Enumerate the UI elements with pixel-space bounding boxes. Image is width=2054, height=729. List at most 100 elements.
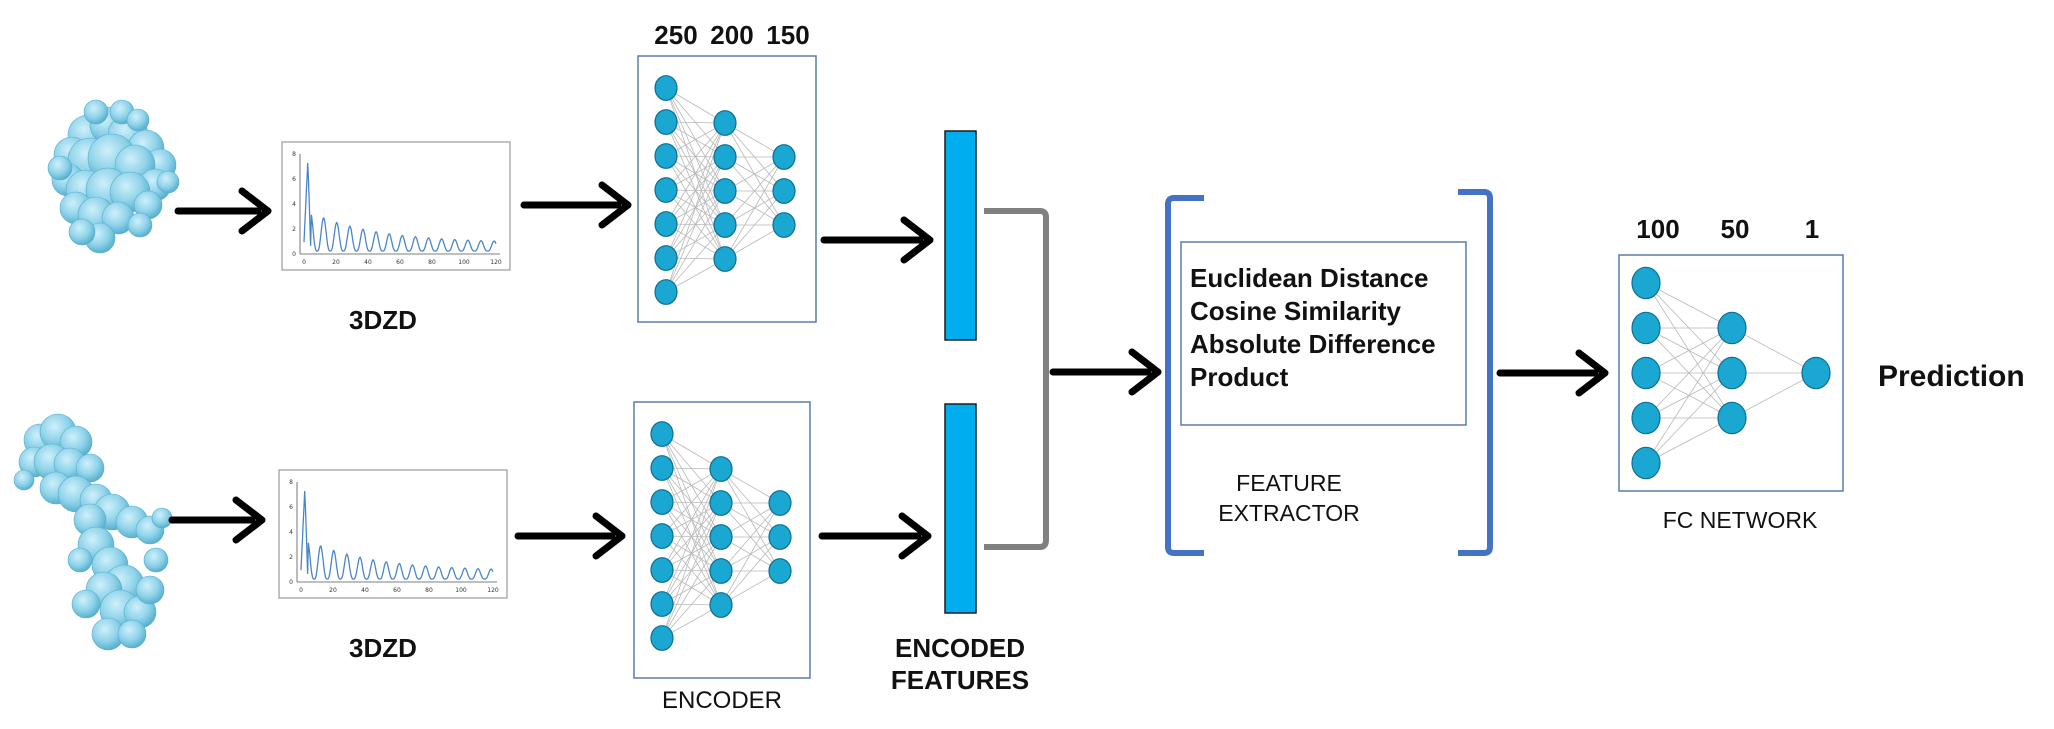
feature-extractor-bracket bbox=[1165, 189, 1493, 556]
encoded-feature-bar-top bbox=[944, 130, 977, 341]
descriptor-trace bbox=[300, 490, 494, 580]
fc-layer-size-label: 1 bbox=[1805, 214, 1819, 244]
neuron-node bbox=[650, 455, 674, 481]
neuron-node bbox=[709, 456, 733, 482]
neuron-node bbox=[654, 211, 678, 237]
neuron-node bbox=[654, 279, 678, 305]
connection-line bbox=[720, 536, 781, 606]
neuron-node bbox=[709, 524, 733, 550]
arrow-icon bbox=[520, 181, 632, 229]
neuron-node bbox=[650, 421, 674, 447]
arrow-icon bbox=[1496, 349, 1609, 397]
arrow-icon bbox=[820, 216, 934, 264]
plot-x-tick: 40 bbox=[361, 587, 369, 594]
plot-x-tick: 40 bbox=[364, 259, 372, 266]
neuron-node bbox=[772, 144, 796, 170]
feature-item-euclidean: Euclidean Distance bbox=[1190, 263, 1428, 293]
connection-line bbox=[1645, 417, 1733, 464]
feature-extractor-caption-line1: FEATURE bbox=[1236, 470, 1342, 496]
connection-line bbox=[665, 122, 726, 259]
plot-y-tick: 2 bbox=[292, 226, 296, 233]
plot-y-tick: 8 bbox=[292, 151, 296, 158]
molecule-lobe bbox=[117, 619, 147, 649]
plot-y-tick: 6 bbox=[289, 504, 293, 511]
neuron-node bbox=[1717, 401, 1747, 435]
neuron-node bbox=[713, 144, 737, 170]
molecule-lobe bbox=[127, 212, 153, 238]
fc-layer-size-label: 50 bbox=[1721, 214, 1750, 244]
neuron-node bbox=[1717, 356, 1747, 390]
neuron-node bbox=[1631, 266, 1661, 300]
molecule-lobe bbox=[151, 507, 173, 529]
plot-y-tick: 0 bbox=[289, 579, 293, 586]
connection-line bbox=[1645, 372, 1733, 464]
plot-x-tick: 100 bbox=[455, 587, 467, 594]
fc-layer-size-label: 100 bbox=[1636, 214, 1679, 244]
neuron-node bbox=[650, 523, 674, 549]
arrow-head bbox=[898, 512, 932, 560]
connection-line bbox=[724, 156, 785, 260]
connection-line bbox=[661, 570, 722, 639]
encoder-network-bottom bbox=[633, 401, 811, 679]
plot-y-tick: 6 bbox=[292, 176, 296, 183]
plot-x-tick: 20 bbox=[332, 259, 340, 266]
encoded-features-label-line1: ENCODED bbox=[895, 633, 1025, 663]
neuron-node bbox=[772, 178, 796, 204]
plot-x-tick: 120 bbox=[490, 259, 502, 266]
prediction-label: Prediction bbox=[1878, 360, 2025, 393]
arrow-head bbox=[238, 187, 272, 235]
neuron-node bbox=[1801, 356, 1831, 390]
arrow-icon bbox=[174, 187, 272, 235]
connection-line bbox=[661, 502, 722, 639]
connection-line bbox=[665, 224, 726, 293]
neuron-node bbox=[768, 558, 792, 584]
molecule-lobe bbox=[135, 575, 165, 605]
protein-structure-icon-bottom bbox=[13, 413, 173, 651]
neuron-node bbox=[1631, 311, 1661, 345]
fc-layer-size-labels: 100 50 1 bbox=[1636, 214, 1819, 244]
molecule-lobe bbox=[71, 589, 101, 619]
neuron-node bbox=[654, 143, 678, 169]
plot-y-tick: 2 bbox=[289, 554, 293, 561]
plot-x-tick: 0 bbox=[302, 259, 306, 266]
neuron-node bbox=[1631, 401, 1661, 435]
neuron-node bbox=[650, 625, 674, 651]
feature-extractor-caption-line2: EXTRACTOR bbox=[1218, 500, 1359, 526]
neuron-node bbox=[650, 557, 674, 583]
neuron-node bbox=[709, 558, 733, 584]
arrow-head bbox=[592, 512, 626, 560]
arrow-group bbox=[168, 181, 1609, 560]
arrow-head bbox=[232, 496, 266, 544]
molecule-lobe bbox=[156, 170, 180, 194]
arrow-head bbox=[1128, 348, 1162, 396]
neuron-node bbox=[713, 246, 737, 272]
neuron-node bbox=[1717, 311, 1747, 345]
neuron-node bbox=[768, 490, 792, 516]
neuron-node bbox=[650, 489, 674, 515]
plot-x-tick: 60 bbox=[396, 259, 404, 266]
plot-x-tick: 80 bbox=[428, 259, 436, 266]
plot-y-tick: 4 bbox=[289, 529, 293, 536]
neuron-node bbox=[654, 245, 678, 271]
connection-line bbox=[665, 122, 726, 225]
molecule-lobe bbox=[75, 453, 105, 483]
feature-item-absolute-difference: Absolute Difference bbox=[1190, 329, 1436, 359]
neuron-node bbox=[654, 177, 678, 203]
molecule-lobe bbox=[13, 469, 35, 491]
feature-item-product: Product bbox=[1190, 362, 1289, 392]
neuron-node bbox=[772, 212, 796, 238]
layer-size-label: 200 bbox=[710, 20, 753, 50]
connection-line bbox=[720, 502, 781, 606]
descriptor-label-top: 3DZD bbox=[349, 305, 417, 335]
arrow-head bbox=[1575, 349, 1609, 397]
encoder-network-top bbox=[637, 55, 817, 323]
molecule-lobe bbox=[126, 108, 150, 132]
neuron-node bbox=[650, 591, 674, 617]
molecule-lobe bbox=[68, 218, 96, 246]
arrow-head bbox=[598, 181, 632, 229]
neuron-node bbox=[1631, 356, 1661, 390]
encoder-label: ENCODER bbox=[662, 687, 782, 714]
neuron-node bbox=[1631, 446, 1661, 480]
